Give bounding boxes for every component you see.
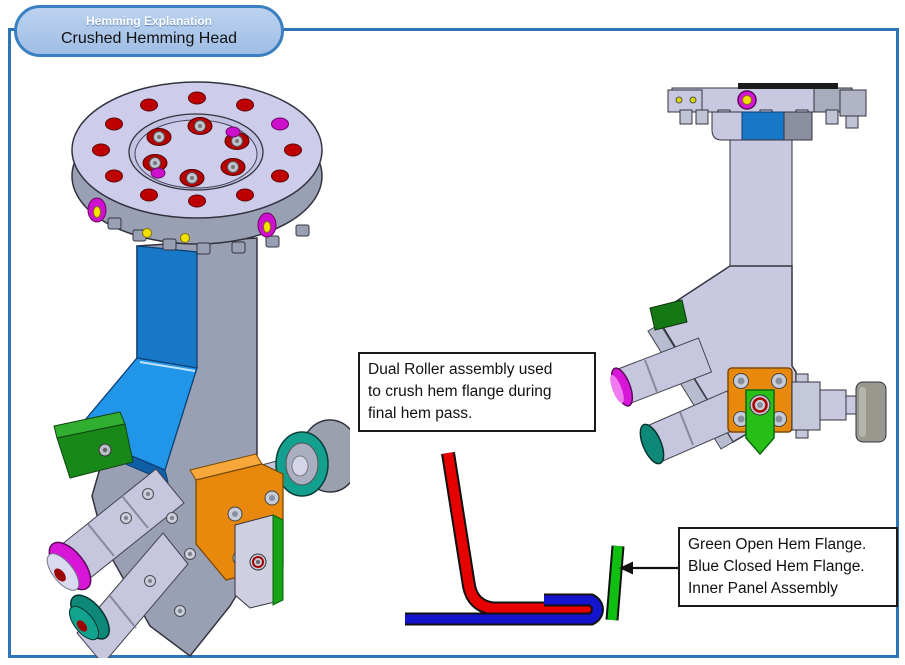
magenta-dowel-hole bbox=[150, 167, 166, 179]
socket-head-bolts bbox=[120, 488, 196, 617]
flange-side-ports bbox=[87, 197, 310, 255]
callout-flange-legend-line2: Blue Closed Hem Flange. bbox=[688, 558, 865, 575]
slide-category-label: Hemming Explanation bbox=[85, 14, 213, 28]
green-clamp-block bbox=[53, 411, 134, 479]
callout-flange-legend-line1: Green Open Hem Flange. bbox=[688, 536, 867, 553]
lower-roller-side bbox=[639, 390, 744, 465]
green-edge-plate bbox=[234, 514, 284, 609]
flange-edge-view bbox=[667, 83, 867, 141]
inner-countersunk-bolts bbox=[142, 117, 250, 187]
cyan-backup-roller bbox=[257, 419, 350, 497]
closed-hem-flange-blue bbox=[405, 593, 604, 626]
upper-roller-side bbox=[610, 337, 713, 407]
callout-dual-roller-line2: to crush hem flange during bbox=[368, 383, 552, 400]
legend-leader-arrow bbox=[619, 561, 680, 575]
callout-dual-roller-line3: final hem pass. bbox=[368, 405, 473, 422]
slide-title: Crushed Hemming Head bbox=[60, 30, 238, 47]
crushed-hemming-head-iso-view bbox=[46, 81, 350, 658]
magenta-dowel-hole bbox=[225, 126, 241, 138]
teal-roller bbox=[68, 594, 110, 641]
callout-flange-legend: Green Open Hem Flange. Blue Closed Hem F… bbox=[678, 527, 898, 607]
mount-block bbox=[711, 111, 813, 141]
open-hem-flange-green bbox=[605, 545, 625, 621]
callout-dual-roller: Dual Roller assembly used to crush hem f… bbox=[358, 352, 596, 432]
hem-flange-cross-section bbox=[405, 451, 680, 626]
crushed-hemming-head-side-view bbox=[610, 83, 887, 465]
slide-border bbox=[8, 28, 899, 658]
outer-bolt-holes bbox=[92, 91, 302, 208]
top-flange-disc bbox=[71, 81, 323, 255]
dual-roller-stack bbox=[46, 468, 196, 658]
green-clamp-block-side bbox=[649, 299, 688, 331]
magenta-roller bbox=[46, 541, 92, 591]
title-badge: Hemming Explanation Crushed Hemming Head bbox=[14, 5, 284, 57]
blue-mount-face bbox=[741, 111, 785, 141]
outer-panel-red bbox=[441, 451, 594, 616]
teal-roller-side bbox=[639, 423, 665, 465]
orange-plate-side bbox=[727, 367, 793, 456]
backup-roller-shaft bbox=[791, 373, 887, 443]
callout-flange-legend-line3: Inner Panel Assembly bbox=[688, 580, 838, 597]
callout-dual-roller-line1: Dual Roller assembly used bbox=[368, 361, 553, 378]
